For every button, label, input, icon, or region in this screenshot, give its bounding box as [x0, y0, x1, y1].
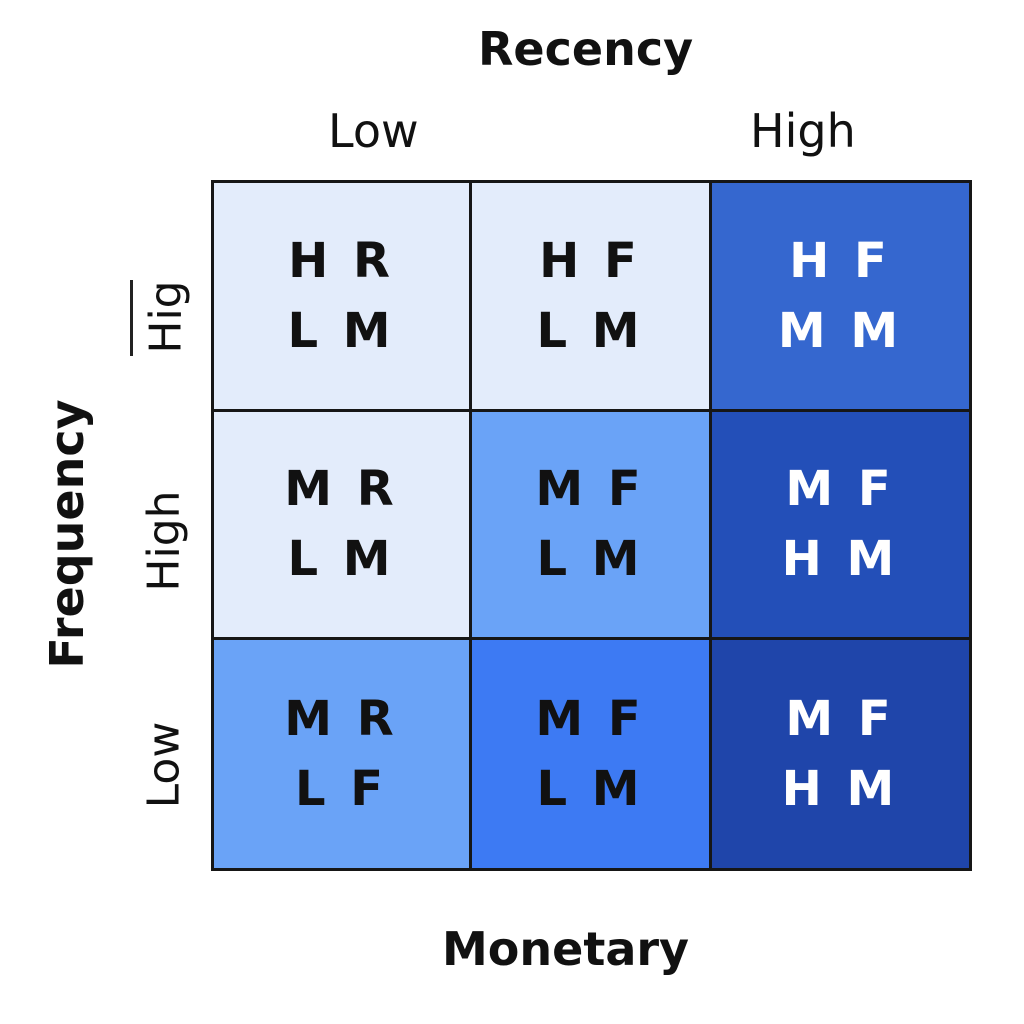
row-label-middle: High	[138, 490, 190, 592]
cell-line-2: H M	[781, 760, 899, 817]
grid-cell: M R L F	[210, 636, 472, 871]
grid-cell: M F L M	[468, 636, 712, 871]
grid-cell: M F L M	[468, 408, 712, 640]
grid-cell: H F L M	[468, 179, 712, 412]
cell-line-1: M F	[785, 690, 895, 747]
grid-cell: H F M M	[708, 179, 972, 412]
cell-line-2: L M	[287, 302, 395, 359]
cell-line-1: H R	[288, 232, 394, 289]
cell-line-2: L F	[294, 760, 388, 817]
frequency-title: Frequency	[40, 399, 94, 669]
monetary-title: Monetary	[442, 922, 690, 976]
cell-line-1: M F	[535, 461, 645, 517]
column-label-high: High	[750, 104, 856, 158]
grid-cell: M R L M	[210, 408, 472, 640]
cell-line-1: H F	[789, 232, 891, 289]
row-label-top: Hig	[140, 280, 192, 354]
cell-line-1: M F	[785, 461, 895, 517]
rfm-grid: H R L M H F L M H F M M M R L M M F L M …	[210, 179, 972, 871]
cell-line-2: L M	[536, 531, 644, 587]
cell-line-2: L M	[536, 302, 644, 359]
cell-line-1: H F	[539, 232, 641, 289]
row-label-overline	[130, 280, 133, 356]
cell-line-1: M R	[284, 690, 398, 747]
cell-line-1: M R	[284, 461, 398, 517]
recency-title: Recency	[478, 22, 694, 76]
cell-line-2: H M	[781, 531, 899, 587]
cell-line-1: M F	[535, 690, 645, 747]
grid-cell: M F H M	[708, 408, 972, 640]
cell-line-2: L M	[287, 531, 395, 587]
grid-cell: H R L M	[210, 179, 472, 412]
column-label-low: Low	[328, 104, 419, 158]
cell-line-2: M M	[777, 302, 903, 359]
grid-cell: M F H M	[708, 636, 972, 871]
cell-line-2: L M	[536, 760, 644, 817]
row-label-bottom: Low	[138, 721, 190, 809]
